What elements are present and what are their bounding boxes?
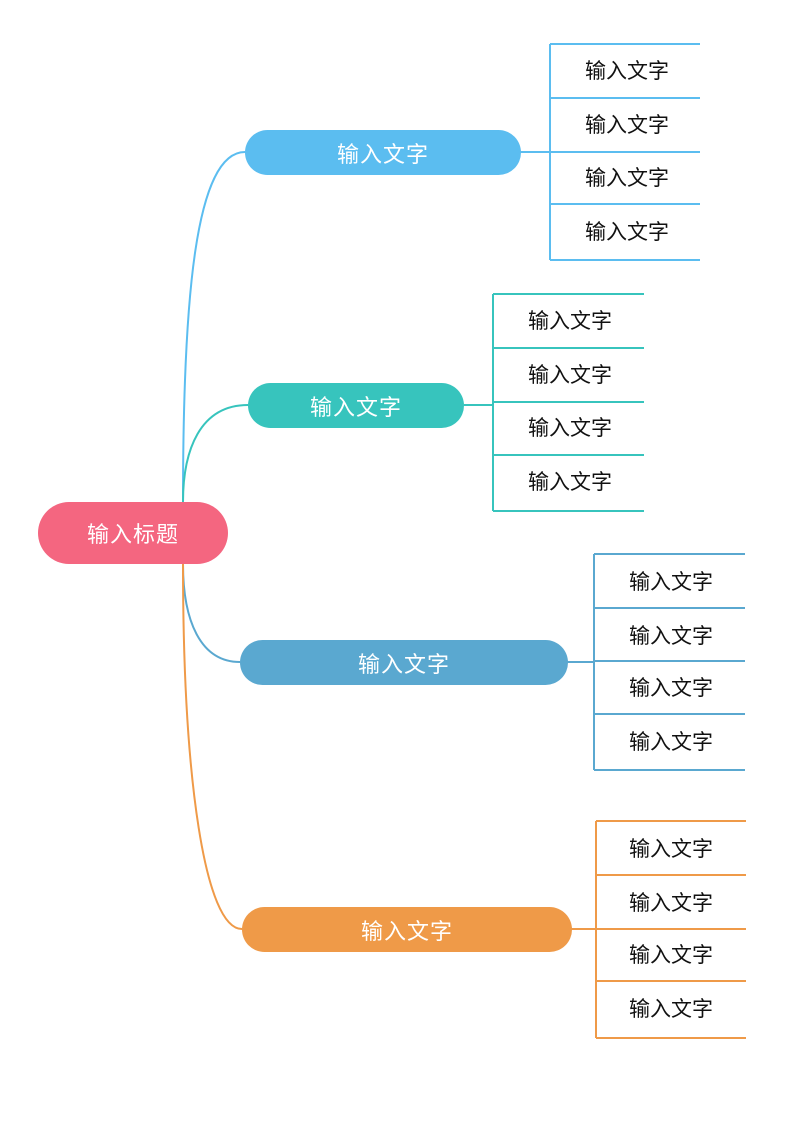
leaf-item-label: 输入文字 — [528, 309, 612, 333]
branch-topic-3[interactable]: 输入文字 — [242, 907, 572, 952]
branch-topic-label: 输入文字 — [309, 395, 402, 421]
leaf-item-label: 输入文字 — [629, 997, 713, 1021]
leaf-item[interactable]: 输入文字 — [596, 610, 746, 660]
leaf-item-label: 输入文字 — [629, 943, 713, 967]
leaf-item-label: 输入文字 — [629, 730, 713, 754]
leaf-item-label: 输入文字 — [629, 676, 713, 700]
leaf-item[interactable]: 输入文字 — [495, 349, 645, 399]
leaf-item[interactable]: 输入文字 — [596, 929, 746, 979]
leaf-item-label: 输入文字 — [629, 624, 713, 648]
root-topic[interactable]: 输入标题 — [38, 502, 228, 564]
leaf-item[interactable]: 输入文字 — [552, 45, 702, 95]
leaf-group-3 — [570, 820, 746, 1039]
connector-branch-2 — [182, 563, 241, 663]
leaf-item[interactable]: 输入文字 — [495, 402, 645, 452]
leaf-item[interactable]: 输入文字 — [552, 152, 702, 202]
leaf-item-label: 输入文字 — [629, 837, 713, 861]
leaf-item-label: 输入文字 — [629, 570, 713, 594]
connector-branch-3 — [182, 563, 243, 930]
leaf-item-label: 输入文字 — [585, 220, 669, 244]
connector-branch-0 — [182, 151, 246, 503]
branch-topic-1[interactable]: 输入文字 — [248, 383, 464, 428]
leaf-item[interactable]: 输入文字 — [596, 716, 746, 766]
leaf-item[interactable]: 输入文字 — [552, 99, 702, 149]
leaf-item-label: 输入文字 — [585, 166, 669, 190]
root-topic-label: 输入标题 — [86, 523, 179, 548]
leaf-group-1 — [464, 293, 644, 512]
leaf-item[interactable]: 输入文字 — [495, 295, 645, 345]
leaf-item[interactable]: 输入文字 — [596, 556, 746, 606]
branch-topic-label: 输入文字 — [336, 142, 429, 168]
leaf-item[interactable]: 输入文字 — [596, 877, 746, 927]
leaf-item-label: 输入文字 — [585, 59, 669, 83]
leaf-group-0 — [520, 43, 700, 261]
leaf-group-2 — [566, 553, 745, 771]
leaf-item-label: 输入文字 — [528, 470, 612, 494]
branch-topic-label: 输入文字 — [357, 652, 450, 678]
leaf-item[interactable]: 输入文字 — [552, 206, 702, 256]
leaf-item[interactable]: 输入文字 — [596, 823, 746, 873]
branch-topic-0[interactable]: 输入文字 — [245, 130, 521, 175]
leaf-item[interactable]: 输入文字 — [596, 662, 746, 712]
connector-branch-1 — [182, 404, 249, 503]
branch-topic-label: 输入文字 — [360, 919, 453, 945]
leaf-item-label: 输入文字 — [585, 113, 669, 137]
branch-topic-2[interactable]: 输入文字 — [240, 640, 568, 685]
leaf-item[interactable]: 输入文字 — [495, 456, 645, 506]
leaf-item[interactable]: 输入文字 — [596, 983, 746, 1033]
leaf-item-label: 输入文字 — [629, 891, 713, 915]
leaf-item-label: 输入文字 — [528, 416, 612, 440]
leaf-item-label: 输入文字 — [528, 363, 612, 387]
